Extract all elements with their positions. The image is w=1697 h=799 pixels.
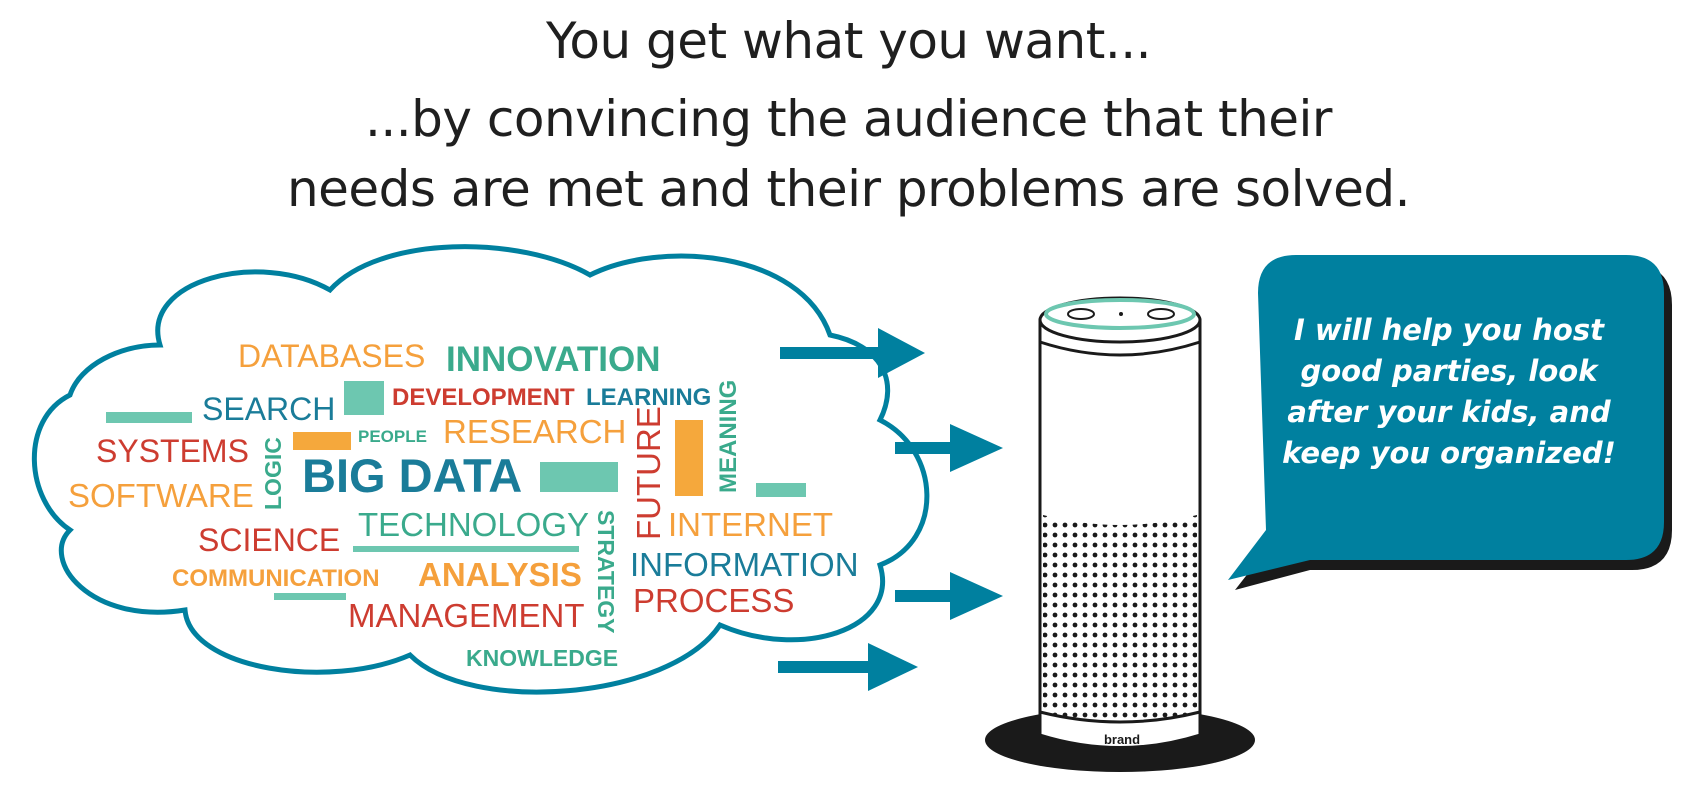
cloud-bar — [274, 593, 346, 600]
speaker-smile-icon — [1107, 748, 1137, 754]
speaker-brand-label: brand — [1104, 732, 1140, 747]
speech-line-3: after your kids, and — [1287, 395, 1611, 429]
speech-line-4: keep you organized! — [1282, 436, 1616, 470]
word-databases: DATABASES — [238, 338, 425, 374]
word-information: INFORMATION — [630, 546, 859, 583]
arrows — [778, 328, 1003, 691]
word-innovation: INNOVATION — [446, 340, 661, 379]
cloud-bar — [344, 381, 384, 415]
word-technology: TECHNOLOGY — [358, 506, 589, 543]
arrow-right-icon — [895, 424, 1003, 472]
word-systems: SYSTEMS — [96, 433, 249, 469]
word-people: PEOPLE — [358, 427, 427, 446]
word-learning: LEARNING — [586, 384, 711, 411]
headline-line-1: You get what you want... — [545, 12, 1152, 70]
word-meaning: MEANING — [715, 380, 742, 493]
cloud-bar — [353, 546, 579, 552]
word-communication: COMMUNICATION — [172, 565, 380, 592]
word-logic: LOGIC — [260, 437, 286, 510]
speech-line-2: good parties, look — [1300, 354, 1598, 388]
word-strategy: STRATEGY — [593, 510, 619, 634]
arrow-right-icon — [778, 643, 918, 691]
smart-speaker-icon — [985, 296, 1255, 772]
arrow-right-icon — [895, 572, 1003, 620]
cloud-bar — [540, 462, 618, 492]
headline-line-2: ...by convincing the audience that their — [365, 90, 1333, 148]
word-development: DEVELOPMENT — [392, 384, 575, 411]
speech-line-1: I will help you host — [1294, 313, 1604, 347]
word-search: SEARCH — [202, 391, 335, 427]
word-software: SOFTWARE — [68, 477, 254, 514]
thought-cloud — [31, 244, 930, 695]
cloud-bar — [756, 483, 806, 497]
word-internet: INTERNET — [668, 506, 833, 543]
word-future: FUTURE — [630, 406, 667, 540]
word-big-data: BIG DATA — [302, 449, 522, 502]
arrow-right-icon — [780, 328, 925, 378]
speech-bubble — [1228, 255, 1672, 590]
cloud-bar — [106, 412, 192, 423]
speech-bubble-text: I will help you host good parties, look … — [1254, 310, 1644, 474]
headline-line-3: needs are met and their problems are sol… — [286, 160, 1411, 218]
word-process: PROCESS — [633, 582, 794, 619]
word-research: RESEARCH — [443, 413, 626, 450]
cloud-bar — [293, 432, 351, 450]
word-science: SCIENCE — [198, 522, 340, 558]
word-management: MANAGEMENT — [348, 597, 585, 634]
word-knowledge: KNOWLEDGE — [466, 645, 618, 671]
cloud-bar — [675, 420, 703, 496]
word-analysis: ANALYSIS — [418, 556, 582, 593]
